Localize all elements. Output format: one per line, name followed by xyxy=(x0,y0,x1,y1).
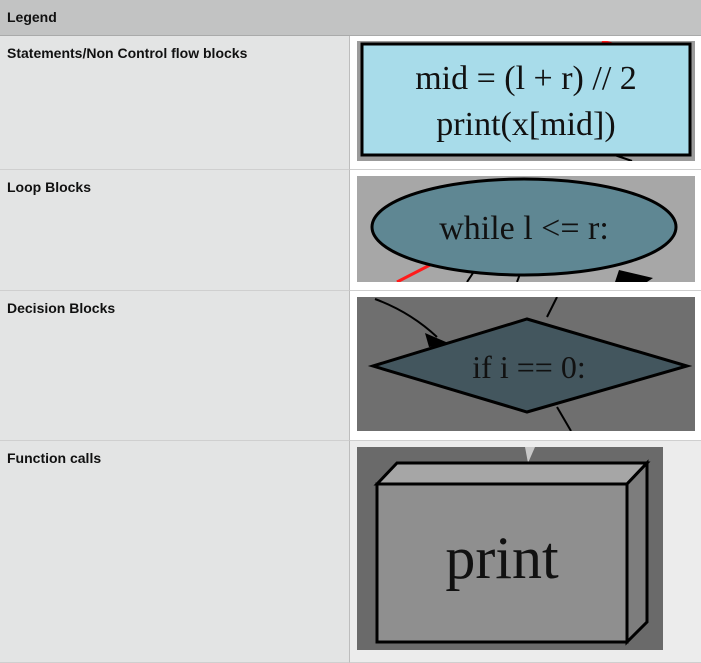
statement-line-2: print(x[mid]) xyxy=(436,106,615,143)
sample-cell: if i == 0: xyxy=(350,291,701,441)
row-label-decision: Decision Blocks xyxy=(7,300,116,316)
row-label-function: Function calls xyxy=(7,450,102,466)
arrowhead-icon xyxy=(525,447,535,463)
decision-block-sample: if i == 0: xyxy=(357,297,695,431)
legend-row-loop: Loop Blocks while l <= r: xyxy=(0,170,701,291)
sample-cell: while l <= r: xyxy=(350,170,701,291)
edge-red-line xyxy=(396,262,433,282)
function-text: print xyxy=(445,525,559,591)
loop-block-sample: while l <= r: xyxy=(357,176,695,282)
decision-block-diamond xyxy=(367,317,693,414)
function-block-sample: print xyxy=(357,447,663,650)
legend-header: Legend xyxy=(0,0,701,36)
box-top-face xyxy=(373,461,651,486)
function-block-front xyxy=(375,482,629,644)
decision-text: if i == 0: xyxy=(472,349,585,385)
sample-cell: mid = (l + r) // 2 print(x[mid]) xyxy=(350,36,701,170)
edge-line xyxy=(556,406,572,431)
statement-line-1: mid = (l + r) // 2 xyxy=(415,60,637,97)
sample-cell: print xyxy=(350,441,701,663)
edge-curve xyxy=(374,298,438,338)
label-cell: Loop Blocks xyxy=(0,170,350,291)
box-side-face xyxy=(625,459,649,646)
label-cell: Function calls xyxy=(0,441,350,663)
legend-row-decision: Decision Blocks if i == 0: xyxy=(0,291,701,441)
arrowhead-icon xyxy=(615,270,653,282)
loop-text: while l <= r: xyxy=(439,210,609,247)
loop-block-ellipse xyxy=(370,177,678,277)
legend-row-function: Function calls print xyxy=(0,441,701,663)
legend-row-statements: Statements/Non Control flow blocks mid =… xyxy=(0,36,701,170)
statement-block-rect xyxy=(360,42,692,157)
label-cell: Decision Blocks xyxy=(0,291,350,441)
legend-title: Legend xyxy=(7,9,57,25)
statement-block-sample: mid = (l + r) // 2 print(x[mid]) xyxy=(357,41,695,161)
row-label-loop: Loop Blocks xyxy=(7,179,92,195)
edge-line xyxy=(546,297,558,318)
row-label-statements: Statements/Non Control flow blocks xyxy=(7,45,248,61)
label-cell: Statements/Non Control flow blocks xyxy=(0,36,350,170)
